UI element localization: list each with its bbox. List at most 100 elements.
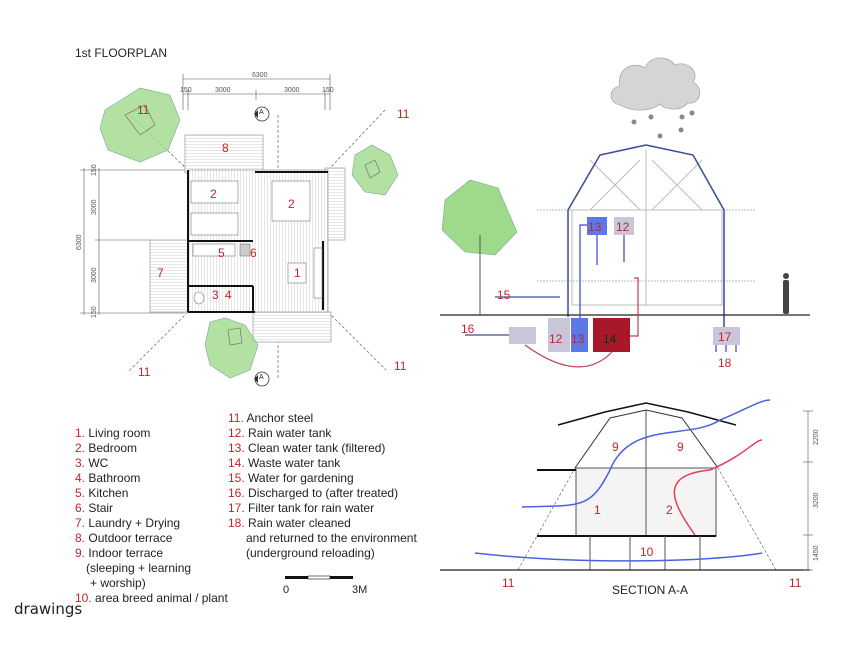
section-dimension	[803, 410, 813, 571]
svg-text:6. Stair: 6. Stair	[75, 501, 113, 515]
toilet	[193, 291, 205, 305]
svg-text:2. Bedroom: 2. Bedroom	[75, 441, 137, 455]
clean-water-tank	[571, 318, 588, 352]
svg-text:8. Outdoor terrace: 8. Outdoor terrace	[75, 531, 173, 545]
svg-text:15. Water for gardening: 15. Water for gardening	[228, 471, 354, 485]
house-elevation	[537, 150, 756, 306]
caption: drawings	[14, 600, 83, 618]
table	[287, 262, 307, 284]
bed	[271, 180, 311, 222]
svg-text:9. Indoor terrace: 9. Indoor terrace	[75, 546, 163, 560]
scale-bar: 0 3M	[283, 575, 367, 596]
dim-label: 2200	[813, 429, 820, 445]
tree-icon	[99, 87, 181, 163]
waste-water-tank	[593, 318, 630, 352]
svg-text:4. Bathroom: 4. Bathroom	[75, 471, 140, 485]
dim-total-left: 6300	[76, 234, 83, 250]
svg-text:(underground reloading): (underground reloading)	[246, 546, 375, 560]
label-kitchen: 5	[218, 246, 225, 260]
dim-label: 1450	[813, 545, 820, 561]
section-marker: A	[254, 106, 270, 122]
floorplan-title: 1st FLOORPLAN	[75, 46, 167, 60]
room-labels: 8 2 2 5 6 7 1 3 4 11 11 11 11	[137, 103, 410, 379]
svg-text:16. Discharged to (after treat: 16. Discharged to (after treated)	[228, 486, 398, 500]
rain-water-tank	[548, 318, 570, 352]
tree-icon	[351, 144, 399, 196]
label-living-room: 1	[294, 266, 301, 280]
dim-label: 150	[91, 164, 98, 176]
svg-text:18: 18	[718, 356, 732, 370]
svg-text:13: 13	[571, 332, 585, 346]
svg-text:+ worship): + worship)	[90, 576, 146, 590]
section-title: SECTION A-A	[612, 583, 688, 597]
roof-drain-flow	[567, 144, 725, 327]
outdoor-terrace	[184, 134, 264, 174]
treatment-tank	[509, 327, 536, 344]
bench	[313, 247, 323, 299]
dim-label: 3200	[813, 492, 820, 508]
top-dimension	[182, 74, 331, 110]
clean-water-tank-upper	[587, 217, 607, 235]
legend-left: 1. Living room 2. Bedroom 3. WC 4. Bathr…	[75, 426, 228, 605]
dim-label: 3000	[215, 87, 231, 94]
svg-text:1: 1	[594, 503, 601, 517]
svg-text:5. Kitchen: 5. Kitchen	[75, 486, 128, 500]
label-anchor: 11	[394, 359, 407, 373]
svg-text:17: 17	[718, 330, 732, 344]
water-labels: 13 12 12 13 14 15 16 17 18	[461, 220, 732, 370]
section-marker: A	[254, 371, 270, 387]
left-dimension	[80, 168, 185, 315]
label-bedroom: 2	[210, 187, 217, 201]
svg-text:A: A	[259, 374, 264, 381]
svg-text:15: 15	[497, 288, 511, 302]
filter-tank	[713, 327, 740, 345]
dim-label: 3000	[91, 199, 98, 215]
svg-text:14. Waste water tank: 14. Waste water tank	[228, 456, 341, 470]
svg-text:9: 9	[612, 440, 619, 454]
svg-text:1. Living room: 1. Living room	[75, 426, 150, 440]
label-laundry: 7	[157, 266, 164, 280]
dim-total-top: 6300	[252, 72, 268, 79]
dim-label: 3000	[284, 87, 300, 94]
ventilation-flows	[474, 399, 771, 562]
stair	[239, 243, 251, 257]
svg-text:13: 13	[588, 220, 602, 234]
dim-label: 3000	[91, 267, 98, 283]
laundry-terrace	[149, 239, 191, 313]
dim-label: 150	[180, 87, 192, 94]
label-anchor: 11	[397, 107, 410, 121]
flow-arrows	[465, 224, 737, 368]
label-bathroom: 4	[225, 288, 232, 302]
svg-text:11: 11	[502, 576, 515, 590]
label-wc: 3	[212, 288, 219, 302]
svg-text:and returned to the environmen: and returned to the environment	[246, 531, 417, 545]
label-anchor: 11	[137, 103, 150, 117]
label-outdoor-terrace: 8	[222, 141, 229, 155]
svg-text:12: 12	[616, 220, 630, 234]
label-stair: 6	[250, 246, 257, 260]
svg-text:7. Laundry + Drying: 7. Laundry + Drying	[75, 516, 180, 530]
dim-label: 150	[91, 306, 98, 318]
tree-icon	[441, 179, 518, 315]
svg-text:13. Clean water tank (filtered: 13. Clean water tank (filtered)	[228, 441, 385, 455]
bed	[190, 180, 239, 204]
svg-text:10. area breed animal / plant: 10. area breed animal / plant	[75, 591, 228, 605]
svg-text:0: 0	[283, 584, 289, 596]
svg-text:11: 11	[789, 576, 802, 590]
svg-text:12: 12	[549, 332, 563, 346]
svg-text:11. Anchor steel: 11. Anchor steel	[228, 411, 313, 425]
svg-text:9: 9	[677, 440, 684, 454]
bed	[190, 212, 239, 236]
svg-text:2: 2	[666, 503, 673, 517]
svg-text:A: A	[259, 109, 264, 116]
svg-text:10: 10	[640, 545, 654, 559]
section-labels: 9 9 1 2 10 11 11 SECTION A-A	[502, 440, 802, 597]
kitchen-counter	[192, 243, 236, 257]
walls	[187, 170, 328, 313]
rain-cloud-icon	[610, 57, 701, 139]
legend-right: 11. Anchor steel 12. Rain water tank 13.…	[228, 411, 417, 560]
dim-label: 150	[322, 87, 334, 94]
person-silhouette-icon	[783, 273, 789, 314]
svg-text:17. Filter tank for rain water: 17. Filter tank for rain water	[228, 501, 374, 515]
